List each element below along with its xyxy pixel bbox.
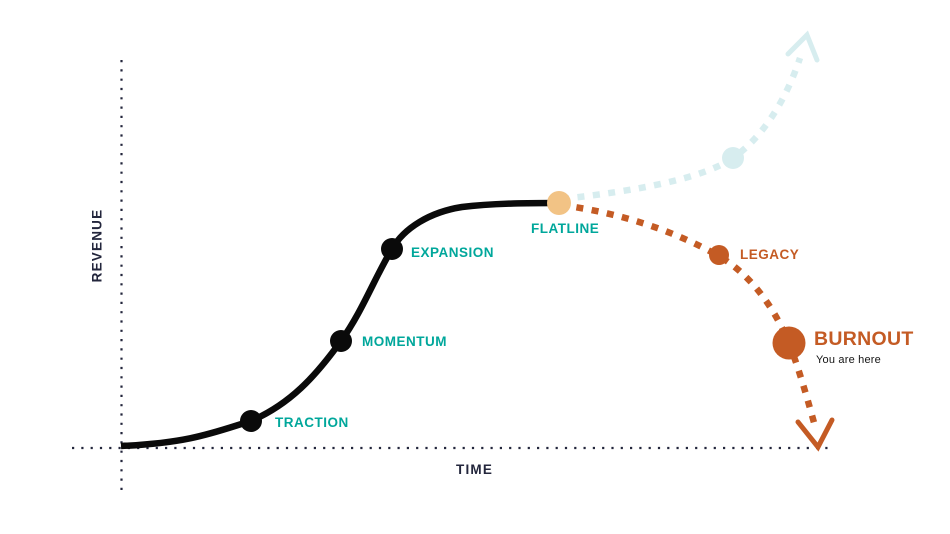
stage-label-legacy: LEGACY [740, 247, 800, 262]
growth-curve [120, 199, 559, 450]
stage-label-momentum: MOMENTUM [362, 334, 447, 349]
decline-arrow-icon [795, 417, 835, 452]
x-axis-label: TIME [456, 462, 494, 477]
stage-dot-momentum [330, 330, 352, 352]
stage-dot-legacy [709, 245, 729, 265]
stage-dot-expansion [381, 238, 403, 260]
stage-label-burnout: BURNOUT [814, 328, 914, 350]
stage-dot-rebound-ghost [722, 147, 744, 169]
stage-dot-burnout [772, 326, 806, 360]
rebound-arrow-icon [785, 30, 820, 63]
y-axis-label: REVENUE [89, 208, 105, 283]
stage-dot-flatline [547, 191, 571, 215]
you-are-here-note: You are here [816, 354, 881, 366]
stage-dots [240, 147, 806, 432]
stage-label-traction: TRACTION [275, 415, 349, 430]
rebound-curve [561, 56, 804, 203]
stage-label-expansion: EXPANSION [411, 245, 495, 260]
decline-curve [560, 201, 820, 431]
stage-dot-traction [240, 410, 262, 432]
stage-label-flatline: FLATLINE [531, 221, 600, 236]
